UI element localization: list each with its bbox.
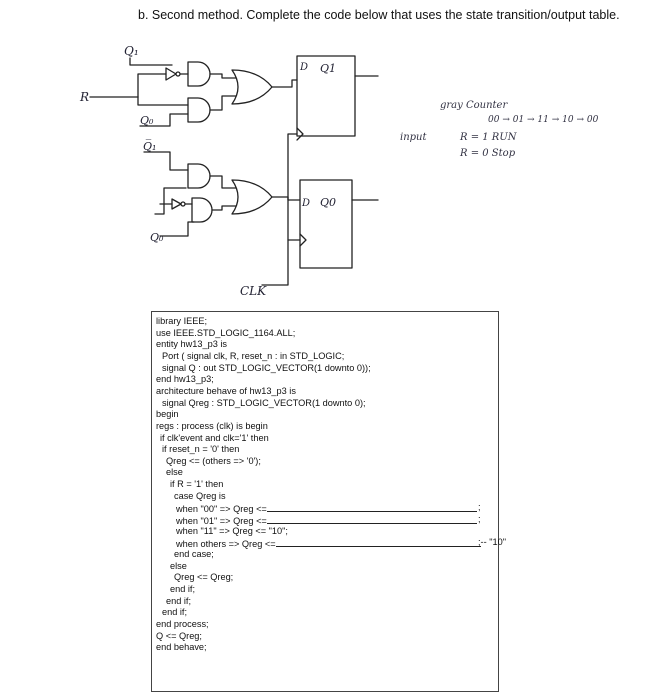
code-line: begin <box>156 409 179 420</box>
code-line: end if; <box>166 595 192 606</box>
code-line: if clk'event and clk='1' then <box>160 432 269 443</box>
code-line: if reset_n = '0' then <box>162 444 240 455</box>
line-comment: ;-- "10" <box>478 537 506 548</box>
circuit-schematic: Q₁ R Q₀ Q̅₁ Q₀ D Q1 D Q0 CLK gray Counte… <box>79 44 599 298</box>
line-semicolon: ; <box>478 514 481 525</box>
vhdl-code-box: library IEEE; use IEEE.STD_LOGIC_1164.AL… <box>151 311 506 692</box>
code-line: Qreg <= (others => '0'); <box>166 455 261 466</box>
code-line: regs : process (clk) is begin <box>156 420 268 431</box>
code-line: Port ( signal clk, R, reset_n : in STD_L… <box>162 350 345 361</box>
code-line-blank-others: when others => Qreg <= <box>176 537 481 551</box>
code-line: signal Qreg : STD_LOGIC_VECTOR(1 downto … <box>162 397 366 408</box>
code-line: end process; <box>156 618 209 629</box>
q0-input-label-a: Q₀ <box>140 114 154 127</box>
code-line: else <box>170 560 187 571</box>
code-line: Q <= Qreg; <box>156 630 202 641</box>
code-line: architecture behave of hw13_p3 is <box>156 385 296 396</box>
answer-blank[interactable] <box>266 502 477 513</box>
q1-input-label: Q₁ <box>124 44 139 58</box>
code-line: end if; <box>162 607 188 618</box>
code-line-blank-01: when "01" => Qreg <= <box>176 514 477 528</box>
gray-counter-title: gray Counter <box>440 100 508 111</box>
answer-blank[interactable] <box>266 514 477 525</box>
code-line: if R = '1' then <box>170 479 224 490</box>
ff-top-d-label: D <box>299 62 308 73</box>
ff-bot-q-label: Q0 <box>320 196 336 209</box>
code-line: else <box>166 467 183 478</box>
answer-blank[interactable] <box>275 537 481 548</box>
code-line-blank-00: when "00" => Qreg <= <box>176 502 477 516</box>
code-line: library IEEE; <box>156 316 208 326</box>
r1-note: R = 1 RUN <box>459 132 518 143</box>
code-line: when "11" => Qreg <= "10"; <box>176 525 288 536</box>
code-line: signal Q : out STD_LOGIC_VECTOR(1 downto… <box>162 362 371 373</box>
ff-bot-d-label: D <box>301 198 310 209</box>
q1-bar-input-label: Q̅₁ <box>143 139 156 153</box>
clk-label: CLK <box>240 284 267 298</box>
code-line-text: when others => Qreg <= <box>176 539 276 550</box>
r-input-label: R <box>79 90 89 104</box>
code-line: end behave; <box>156 642 207 653</box>
code-line-text: when "01" => Qreg <= <box>176 516 267 527</box>
code-line: end hw13_p3; <box>156 374 214 385</box>
code-line: use IEEE.STD_LOGIC_1164.ALL; <box>156 327 296 338</box>
q0-input-label-b: Q₀ <box>150 231 164 244</box>
code-line: Qreg <= Qreg; <box>174 572 234 583</box>
line-semicolon: ; <box>478 502 481 513</box>
code-line-text: when "00" => Qreg <= <box>176 504 267 515</box>
code-line: case Qreg is <box>174 490 226 501</box>
code-line: end if; <box>170 583 196 594</box>
code-line: end case; <box>174 549 214 559</box>
code-line: entity hw13_p3 is <box>156 339 227 350</box>
input-note-label: input <box>400 132 427 143</box>
ff-top-q-label: Q1 <box>320 62 336 75</box>
problem-heading: b. Second method. Complete the code belo… <box>138 8 620 22</box>
gray-sequence: 00 → 01 → 11 → 10 → 00 <box>488 115 599 125</box>
r0-note: R = 0 Stop <box>459 148 516 159</box>
